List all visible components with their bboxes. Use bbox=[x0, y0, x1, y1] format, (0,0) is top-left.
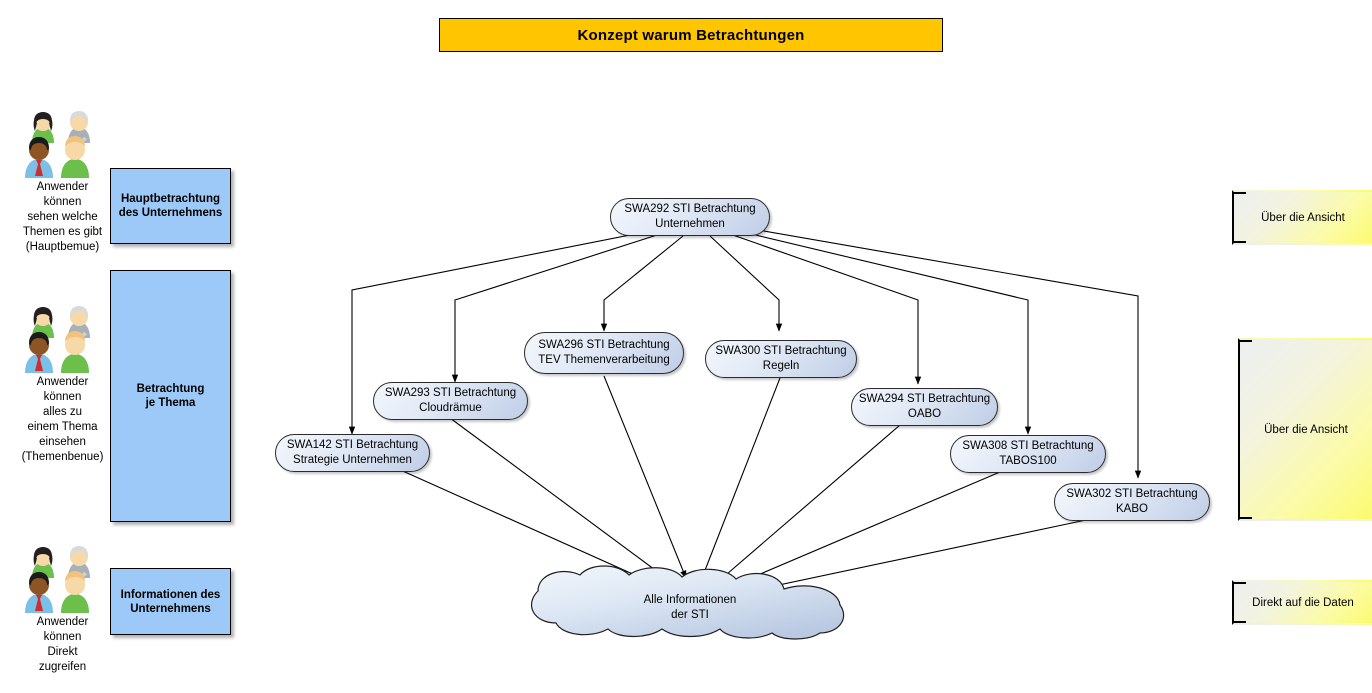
people-group-icon bbox=[19, 305, 107, 373]
note-direkt-auf-die-daten: Direkt auf die Daten bbox=[1232, 580, 1372, 625]
cloud-shape bbox=[531, 565, 845, 640]
people-group-icon bbox=[19, 545, 107, 613]
note-ueber-die-ansicht-1: Über die Ansicht bbox=[1232, 190, 1372, 245]
page-title-text: Konzept warum Betrachtungen bbox=[577, 26, 805, 44]
note-label: Über die Ansicht bbox=[1261, 211, 1345, 224]
note-ueber-die-ansicht-2: Über die Ansicht bbox=[1238, 338, 1372, 521]
note-label: Über die Ansicht bbox=[1264, 423, 1348, 436]
people-group-icon bbox=[19, 110, 107, 178]
edges-root-to-children bbox=[348, 228, 1142, 479]
edges-children-to-cloud bbox=[395, 375, 1087, 591]
note-label: Direkt auf die Daten bbox=[1252, 596, 1354, 609]
page-title: Konzept warum Betrachtungen bbox=[439, 18, 943, 52]
